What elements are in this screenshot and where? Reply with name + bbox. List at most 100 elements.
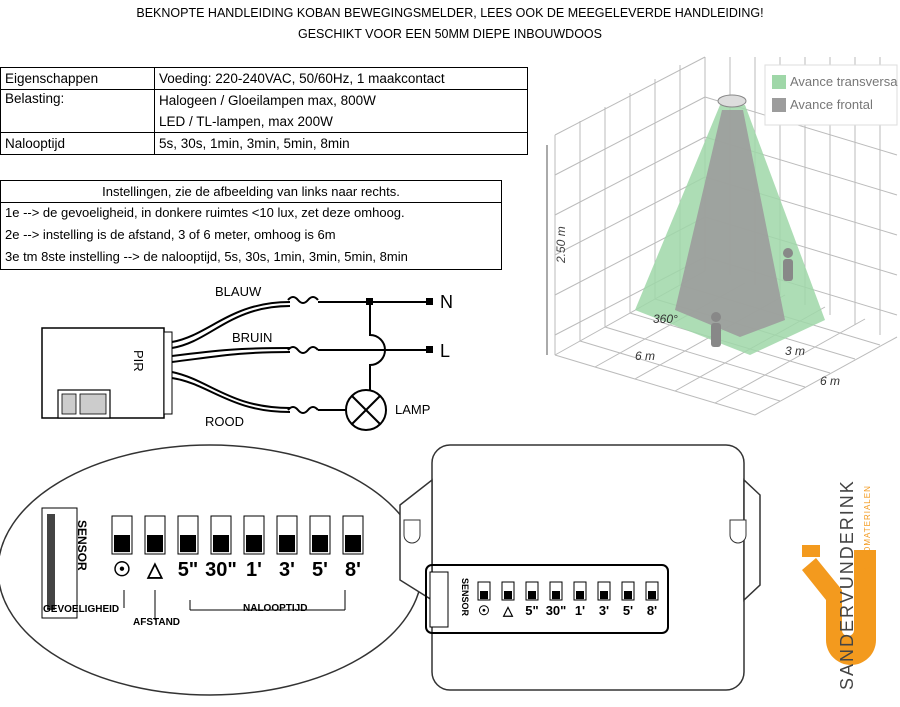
device-dip-symbols: ☉△5"30"1'3'5'8' bbox=[478, 603, 657, 618]
dip-symbol: 8' bbox=[647, 603, 657, 618]
spec-value: Halogeen / Gloeilampen max, 800W bbox=[154, 89, 528, 111]
detection-diagram: Avance transversa Avance frontal 2.50 m … bbox=[546, 56, 898, 416]
spec-row: Nalooptijd 5s, 30s, 1min, 3min, 5min, 8m… bbox=[0, 132, 528, 155]
wire-bruin bbox=[171, 347, 291, 357]
dip-knob bbox=[552, 591, 560, 600]
twist-connector bbox=[287, 296, 319, 304]
label-dim-right: 6 m bbox=[820, 374, 840, 388]
logo-name: SANDERVUNDERINK bbox=[837, 479, 857, 690]
legend-transversal: Avance transversa bbox=[790, 74, 898, 89]
dip-zoom: SENSOR ☉△5"30"1'3'5'8' GEVOELIGHEID AFST… bbox=[0, 444, 423, 696]
device-dip-switches bbox=[477, 581, 659, 601]
wire-rood-2 bbox=[171, 377, 291, 413]
settings-line: 1e --> de gevoeligheid, in donkere ruimt… bbox=[5, 205, 405, 220]
wire-blauw bbox=[171, 301, 291, 343]
device-sensor-label: SENSOR bbox=[460, 578, 470, 617]
junction-dot bbox=[366, 298, 373, 305]
terminal-n bbox=[426, 298, 433, 305]
label-gevoeligheid: GEVOELIGHEID bbox=[43, 604, 119, 615]
dip-symbols: ☉ △ 5" 30" 1' 3' 5' 8' bbox=[113, 559, 361, 581]
pir-clip-part bbox=[79, 393, 107, 415]
sensor-dome bbox=[717, 94, 747, 108]
dip-symbol: △ bbox=[146, 559, 163, 581]
dip-knob bbox=[246, 535, 262, 553]
person-icon bbox=[783, 248, 793, 281]
legend-swatch-frontal bbox=[772, 98, 786, 112]
label-blauw: BLAUW bbox=[215, 284, 262, 299]
dip-knob bbox=[345, 535, 361, 553]
dip-symbol: 30" bbox=[546, 603, 567, 618]
legend-swatch-transversal bbox=[772, 75, 786, 89]
spec-value: 5s, 30s, 1min, 3min, 5min, 8min bbox=[154, 132, 528, 155]
dip-symbol: 30" bbox=[205, 559, 237, 581]
dip-symbol: 1' bbox=[246, 559, 262, 581]
wire-rood bbox=[171, 371, 291, 409]
person-icon bbox=[711, 312, 721, 347]
label-lamp: LAMP bbox=[395, 402, 430, 417]
device-highlight bbox=[425, 564, 669, 634]
label-dim-left: 6 m bbox=[635, 349, 655, 363]
dip-symbol: ☉ bbox=[478, 603, 490, 618]
label-bruin: BRUIN bbox=[232, 330, 272, 345]
logo-tagline: ELEKTROMATERIALEN bbox=[863, 485, 872, 590]
dip-symbol: 5" bbox=[525, 603, 538, 618]
dip-knob bbox=[180, 535, 196, 553]
title-line-1: BEKNOPTE HANDLEIDING KOBAN BEWEGINGSMELD… bbox=[136, 6, 764, 20]
cone-frontal bbox=[675, 110, 785, 337]
dip-knob bbox=[279, 535, 295, 553]
legend-box bbox=[764, 64, 898, 126]
twist-connector bbox=[287, 346, 319, 354]
pir-clip-part bbox=[61, 393, 77, 415]
mount-slot bbox=[729, 519, 747, 544]
spec-row: Belasting: Halogeen / Gloeilampen max, 8… bbox=[0, 89, 528, 133]
dip-knob bbox=[648, 591, 656, 600]
dip-symbol: 3' bbox=[599, 603, 609, 618]
dip-knob bbox=[624, 591, 632, 600]
device-drawing: SENSOR ☉△5"30"1'3'5'8' bbox=[399, 444, 761, 691]
logo-mark-part bbox=[802, 545, 820, 557]
lamp-cross bbox=[351, 395, 381, 425]
pir-label: PIR bbox=[131, 350, 146, 372]
legend-frontal: Avance frontal bbox=[790, 97, 873, 112]
dip-symbol: 5" bbox=[178, 559, 199, 581]
dip-knob bbox=[213, 535, 229, 553]
twist-connector bbox=[287, 406, 319, 414]
sensor-pins bbox=[47, 514, 55, 610]
label-dim-mid: 3 m bbox=[785, 344, 805, 358]
dip-symbol: 1' bbox=[575, 603, 585, 618]
wire-bruin-2 bbox=[171, 351, 291, 363]
wire-blauw-2 bbox=[171, 305, 291, 349]
settings-line: 3e tm 8ste instelling --> de nalooptijd,… bbox=[5, 249, 408, 264]
dip-knob bbox=[528, 591, 536, 600]
dip-symbol: 8' bbox=[345, 559, 361, 581]
dip-knob bbox=[504, 591, 512, 600]
label-n: N bbox=[440, 292, 453, 312]
label-afstand: AFSTAND bbox=[133, 617, 180, 628]
label-height: 2.50 m bbox=[554, 226, 568, 264]
device-body bbox=[431, 444, 745, 691]
dip-symbol: 5' bbox=[312, 559, 328, 581]
dip-knob bbox=[312, 535, 328, 553]
label-rood: ROOD bbox=[205, 414, 244, 429]
spec-value: LED / TL-lampen, max 200W bbox=[154, 111, 528, 133]
mount-slot bbox=[403, 519, 421, 544]
spec-label: Eigenschappen bbox=[0, 67, 155, 90]
spec-row: Eigenschappen Voeding: 220-240VAC, 50/60… bbox=[0, 67, 528, 90]
wiring-diagram: PIR BLAUW BRUIN ROOD N L LAMP bbox=[41, 284, 453, 431]
dip-knob bbox=[576, 591, 584, 600]
label-nalooptijd: NALOOPTIJD bbox=[243, 603, 307, 614]
label-l: L bbox=[440, 341, 450, 361]
title-line-2: GESCHIKT VOOR EEN 50MM DIEPE INBOUWDOOS bbox=[298, 27, 602, 41]
pir-edge bbox=[163, 331, 173, 415]
terminal-l bbox=[426, 346, 433, 353]
dip-knob bbox=[147, 535, 163, 553]
settings-line: 2e --> instelling is de afstand, 3 of 6 … bbox=[5, 227, 336, 242]
dip-symbol: △ bbox=[502, 603, 514, 618]
dip-knob bbox=[600, 591, 608, 600]
dip-symbol: ☉ bbox=[113, 559, 131, 581]
settings-title: Instellingen, zie de afbeelding van link… bbox=[1, 181, 501, 203]
dip-switches bbox=[111, 515, 364, 555]
dip-symbol: 3' bbox=[279, 559, 295, 581]
spec-label: Belasting: bbox=[0, 89, 155, 133]
spec-label: Nalooptijd bbox=[0, 132, 155, 155]
